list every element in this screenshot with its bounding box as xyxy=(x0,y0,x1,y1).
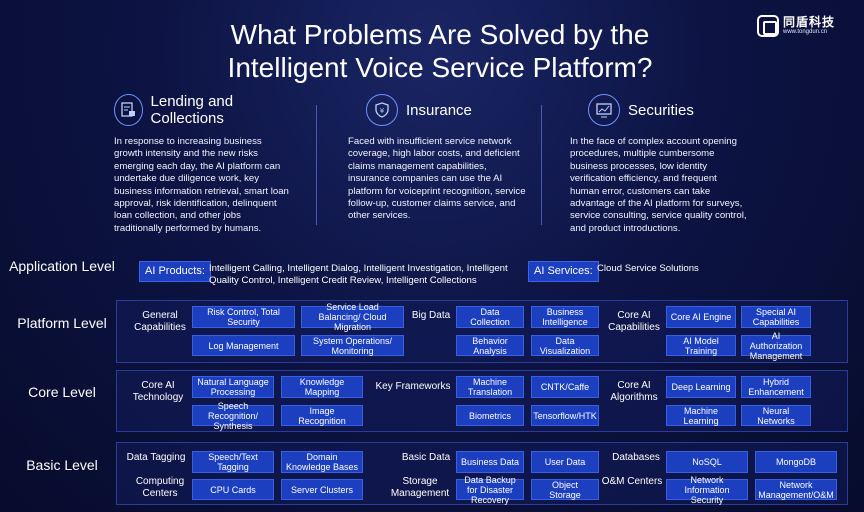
databases-label: Databases xyxy=(612,452,660,463)
ai-products-tag: AI Products: xyxy=(139,261,211,282)
speech-recognition-chip: Speech Recognition/ Synthesis xyxy=(192,401,274,431)
key-frameworks-label: Key Frameworks xyxy=(375,381,451,392)
page-title: What Problems Are Solved by the Intellig… xyxy=(120,18,760,84)
user-data-chip: User Data xyxy=(531,451,599,473)
shield-logo-icon xyxy=(757,15,779,37)
problem-text: Faced with insufficient service network … xyxy=(348,136,526,222)
ai-authorization-chip: AI Authorization Management xyxy=(741,331,811,361)
data-tagging-label: Data Tagging xyxy=(126,452,186,463)
logo-name: 同盾科技 xyxy=(783,15,836,29)
neural-networks-chip: Neural Networks xyxy=(741,405,811,426)
level-label: Core Level xyxy=(28,384,96,400)
system-operations-chip: System Operations/ Monitoring xyxy=(301,335,404,356)
load-balancing-chip: Service Load Balancing/ Cloud Migration xyxy=(301,302,404,332)
computing-centers-label: Computing Centers xyxy=(135,476,185,499)
ai-products-text: Intelligent Calling, Intelligent Dialog,… xyxy=(209,263,508,286)
problem-text: In the face of complex account opening p… xyxy=(570,136,747,234)
storage-management-label: Storage Management xyxy=(390,476,450,499)
platform-level: Platform Level General Capabilities Risk… xyxy=(0,300,864,363)
core-ai-algorithms-label: Core AI Algorithms xyxy=(610,380,658,403)
logo-url: www.tongdun.cn xyxy=(783,29,828,35)
ai-services-tag: AI Services: xyxy=(528,261,599,282)
divider xyxy=(541,105,542,225)
basic-level: Basic Level Data Tagging Speech/Text Tag… xyxy=(0,442,864,505)
core-ai-technology-label: Core AI Technology xyxy=(132,380,184,403)
svg-text:¥: ¥ xyxy=(380,107,385,115)
network-management-chip: Network Management/O&M xyxy=(755,479,837,500)
business-data-chip: Business Data xyxy=(456,451,524,473)
core-ai-engine-chip: Core AI Engine xyxy=(666,306,736,328)
problem-title: Insurance xyxy=(406,101,472,119)
level-label: Platform Level xyxy=(17,315,107,331)
data-visualization-chip: Data Visualization xyxy=(531,335,599,356)
business-intelligence-chip: Business Intelligence xyxy=(531,306,599,328)
data-collection-chip: Data Collection xyxy=(456,306,524,328)
big-data-label: Big Data xyxy=(411,310,451,321)
problem-text: In response to increasing business growt… xyxy=(114,136,289,234)
nlp-chip: Natural Language Processing xyxy=(192,376,274,398)
application-level: Application Level AI Products: Intellige… xyxy=(0,255,864,295)
network-security-chip: Network Information Security xyxy=(666,475,748,505)
hybrid-enhancement-chip: Hybrid Enhancement xyxy=(741,376,811,398)
monitor-chart-icon xyxy=(588,94,620,126)
general-capabilities-label: General Capabilities xyxy=(134,310,186,333)
core-ai-capabilities-label: Core AI Capabilities xyxy=(608,310,660,333)
company-logo: 同盾科技 www.tongdun.cn xyxy=(757,13,857,39)
domain-knowledge-chip: Domain Knowledge Bases xyxy=(281,451,363,473)
level-label: Application Level xyxy=(9,258,115,274)
document-lock-icon xyxy=(114,94,143,126)
deep-learning-chip: Deep Learning xyxy=(666,376,736,398)
om-centers-label: O&M Centers xyxy=(601,476,663,487)
nosql-chip: NoSQL xyxy=(666,451,748,473)
ai-model-training-chip: AI Model Training xyxy=(666,335,736,356)
cntk-caffe-chip: CNTK/Caffe xyxy=(531,376,599,398)
shield-yen-icon: ¥ xyxy=(366,94,398,126)
data-backup-chip: Data Backup for Disaster Recovery xyxy=(456,475,524,505)
cpu-cards-chip: CPU Cards xyxy=(192,479,274,500)
core-level: Core Level Core AI Technology Natural La… xyxy=(0,370,864,432)
divider xyxy=(316,105,317,225)
biometrics-chip: Biometrics xyxy=(456,405,524,426)
problem-securities: Securities In the face of complex accoun… xyxy=(570,94,748,235)
knowledge-mapping-chip: Knowledge Mapping xyxy=(281,376,363,398)
tensorflow-htk-chip: Tensorflow/HTK xyxy=(531,405,599,426)
problem-title: Lending and Collections xyxy=(150,93,234,127)
machine-learning-chip: Machine Learning xyxy=(666,405,736,426)
level-label: Basic Level xyxy=(26,457,98,473)
mongodb-chip: MongoDB xyxy=(755,451,837,473)
problem-insurance: ¥ Insurance Faced with insufficient serv… xyxy=(348,94,526,223)
machine-translation-chip: Machine Translation xyxy=(456,376,524,398)
special-ai-capabilities-chip: Special AI Capabilities xyxy=(741,306,811,328)
log-management-chip: Log Management xyxy=(192,335,295,356)
problem-title: Securities xyxy=(628,101,694,119)
title-line-2: Intelligent Voice Service Platform? xyxy=(227,52,653,83)
image-recognition-chip: Image Recognition xyxy=(281,405,363,426)
ai-services-text: Cloud Service Solutions xyxy=(597,263,699,274)
server-clusters-chip: Server Clusters xyxy=(281,479,363,500)
object-storage-chip: Object Storage xyxy=(531,479,599,500)
behavior-analysis-chip: Behavior Analysis xyxy=(456,335,524,356)
basic-data-label: Basic Data xyxy=(401,452,451,463)
risk-control-chip: Risk Control, Total Security xyxy=(192,306,295,328)
title-line-1: What Problems Are Solved by the xyxy=(230,19,650,50)
problem-lending: Lending and Collections In response to i… xyxy=(114,93,292,235)
speech-text-tagging-chip: Speech/Text Tagging xyxy=(192,451,274,473)
